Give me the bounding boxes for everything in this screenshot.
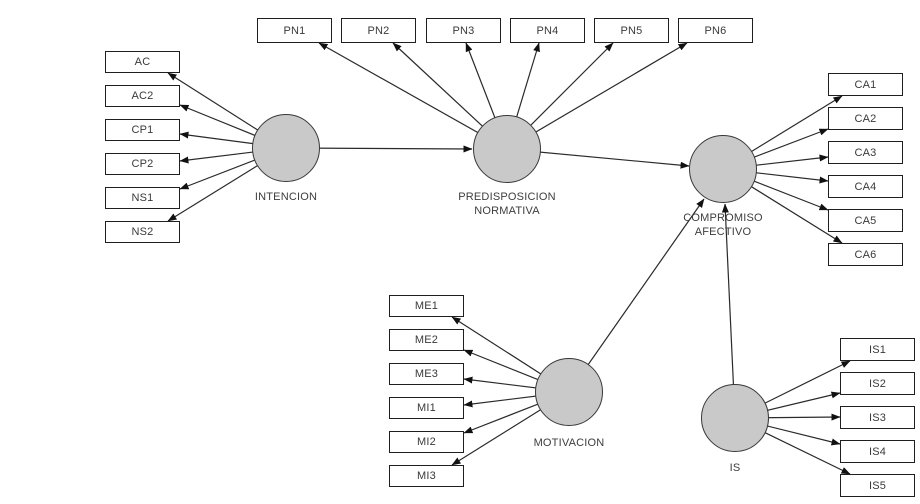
- path-motivacion-to-compromiso[interactable]: [568, 198, 705, 393]
- latent-label-compromiso-afectivo: COMPROMISO AFECTIVO: [683, 212, 763, 238]
- indicator-ca6[interactable]: CA6: [828, 243, 903, 266]
- indicator-ca1[interactable]: CA1: [828, 73, 903, 96]
- indicator-ca2[interactable]: CA2: [828, 107, 903, 130]
- latent-motivacion[interactable]: [535, 358, 603, 426]
- indicator-mi2[interactable]: MI2: [389, 431, 464, 453]
- latent-compromiso-afectivo[interactable]: [689, 135, 757, 203]
- latent-is[interactable]: [701, 384, 769, 452]
- loading-arrow-pn6[interactable]: [506, 42, 688, 150]
- indicator-mi3[interactable]: MI3: [389, 465, 464, 487]
- indicator-pn5[interactable]: PN5: [594, 18, 669, 43]
- indicator-is4[interactable]: IS4: [840, 440, 915, 463]
- indicator-is1[interactable]: IS1: [840, 338, 915, 361]
- indicator-ns2[interactable]: NS2: [105, 221, 180, 243]
- latent-label-predisposicion-normativa: PREDISPOSICION NORMATIVA: [458, 191, 556, 217]
- indicator-cp1[interactable]: CP1: [105, 119, 180, 141]
- indicator-pn3[interactable]: PN3: [426, 18, 501, 43]
- latent-intencion[interactable]: [252, 114, 320, 182]
- indicator-cp2[interactable]: CP2: [105, 153, 180, 175]
- indicator-pn4[interactable]: PN4: [510, 18, 585, 43]
- indicator-ca3[interactable]: CA3: [828, 141, 903, 164]
- indicator-pn2[interactable]: PN2: [341, 18, 416, 43]
- indicator-pn1[interactable]: PN1: [257, 18, 332, 43]
- path-is-to-compromiso[interactable]: [721, 203, 736, 419]
- latent-label-motivacion: MOTIVACION: [533, 437, 605, 449]
- loading-arrow-pn1[interactable]: [318, 42, 508, 150]
- indicator-is5[interactable]: IS5: [840, 474, 915, 497]
- latent-label-is: IS: [729, 462, 741, 474]
- indicator-is3[interactable]: IS3: [840, 406, 915, 429]
- indicator-ca4[interactable]: CA4: [828, 175, 903, 198]
- indicator-pn6[interactable]: PN6: [678, 18, 753, 43]
- indicator-ac2[interactable]: AC2: [105, 85, 180, 107]
- indicator-me2[interactable]: ME2: [389, 329, 464, 351]
- indicator-mi1[interactable]: MI1: [389, 397, 464, 419]
- indicator-me3[interactable]: ME3: [389, 363, 464, 385]
- indicator-ns1[interactable]: NS1: [105, 187, 180, 209]
- latent-label-intencion: INTENCION: [254, 191, 318, 203]
- latent-predisposicion-normativa[interactable]: [473, 115, 541, 183]
- indicator-is2[interactable]: IS2: [840, 372, 915, 395]
- indicator-ca5[interactable]: CA5: [828, 209, 903, 232]
- indicator-ac[interactable]: AC: [105, 51, 180, 73]
- indicator-me1[interactable]: ME1: [389, 295, 464, 317]
